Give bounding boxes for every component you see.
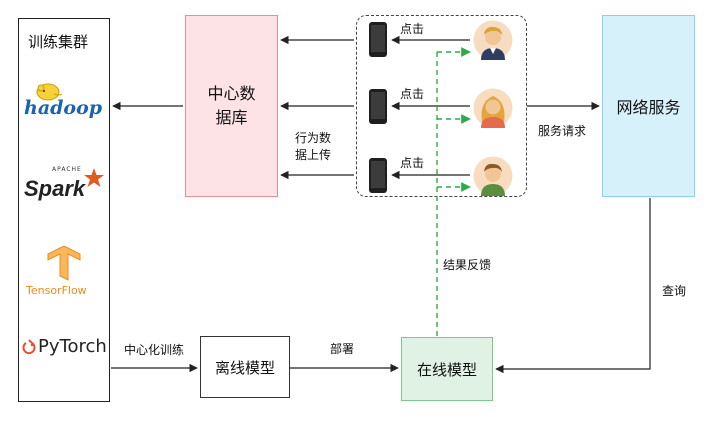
phone-icon [369, 158, 387, 193]
deploy-label: 部署 [330, 342, 355, 356]
user-avatar-man [473, 20, 513, 64]
pytorch-wordmark: PyTorch [38, 336, 107, 357]
tensorflow-icon [47, 246, 81, 281]
central-database-node: 中心数 据库 [185, 15, 278, 197]
offline-model-node: 离线模型 [200, 336, 290, 398]
service-request-label: 服务请求 [538, 124, 587, 138]
web-service-label: 网络服务 [616, 98, 681, 117]
hadoop-wordmark: hadoop [24, 97, 103, 119]
tensorflow-logo: TensorFlow [22, 246, 106, 302]
online-model-node: 在线模型 [401, 337, 493, 401]
phone-icon [369, 89, 387, 124]
pytorch-flame-icon [22, 339, 36, 355]
phone-icon [369, 22, 387, 57]
user-avatar-man-2 [473, 156, 513, 200]
spark-apache-tag: APACHE [52, 166, 82, 173]
user-avatar-woman [473, 88, 513, 132]
click-label: 点击 [400, 22, 425, 36]
users-group [356, 15, 527, 197]
training-cluster-panel [18, 18, 110, 402]
tensorflow-wordmark: TensorFlow [26, 284, 87, 297]
click-label: 点击 [400, 156, 425, 170]
query-arrow [495, 198, 651, 374]
spark-wordmark: Spark [24, 176, 86, 201]
online-model-label: 在线模型 [416, 360, 477, 379]
click-label: 点击 [400, 87, 425, 101]
web-service-node: 网络服务 [602, 15, 695, 197]
offline-model-label: 离线模型 [214, 358, 275, 377]
centralized-training-label: 中心化训练 [124, 343, 185, 357]
hadoop-logo: hadoop [22, 82, 106, 122]
central-database-label: 中心数 据库 [207, 84, 256, 127]
training-cluster-title: 训练集群 [28, 33, 89, 51]
spark-star-icon [84, 168, 104, 187]
upload-label: 行为数 据上传 [295, 131, 332, 162]
spark-logo: APACHE Spark [22, 166, 106, 210]
pytorch-logo: PyTorch [22, 336, 107, 360]
query-label: 查询 [662, 284, 687, 298]
feedback-label: 结果反馈 [443, 258, 492, 272]
